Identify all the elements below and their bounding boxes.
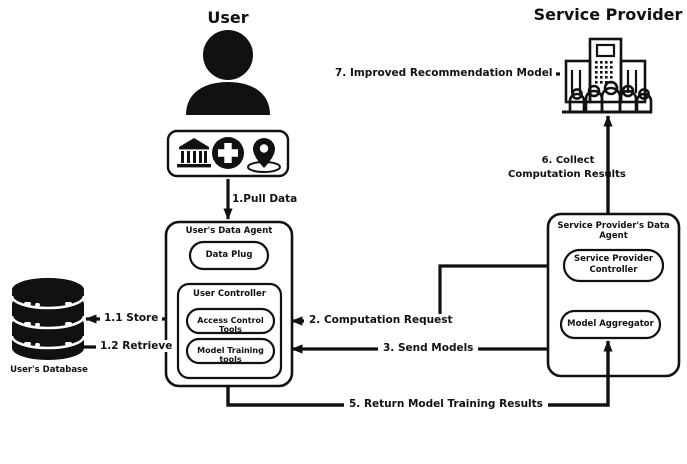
service-provider-data-agent-title: Service Provider's Data Agent [557, 221, 670, 241]
flow-label-3: 3. Send Models [378, 342, 479, 355]
flow-label-1-2: 1.2 Retrieve [96, 340, 177, 353]
user-person-icon [186, 30, 270, 115]
flow-label-6-line1: 6. Collect [541, 155, 595, 166]
access-control-tools-label: Access Control Tools [197, 316, 264, 335]
model-training-tools-label: Model Training tools [197, 346, 264, 365]
page-title-service-provider: Service Provider [533, 5, 683, 24]
flow-label-6-line2: Computation Results [508, 169, 626, 180]
medical-cross-icon [212, 137, 244, 169]
users-data-agent-title: User's Data Agent [185, 226, 273, 236]
office-building-people-icon [562, 37, 653, 114]
access-control-tools-node [185, 307, 276, 335]
flow-label-5: 5. Return Model Training Results [344, 398, 548, 411]
page-title-user: User [207, 8, 249, 27]
users-data-agent-box [164, 220, 294, 388]
data-plug-label: Data Plug [205, 250, 253, 260]
user-controller-label: User Controller [193, 289, 266, 299]
service-provider-data-agent-box [546, 212, 681, 378]
service-provider-controller-label-line2: Controller [589, 265, 638, 275]
flow-label-1: 1.Pull Data [232, 193, 298, 205]
database-caption: User's Database [10, 365, 88, 375]
location-pin-icon [247, 138, 281, 173]
flow-2-arrow [291, 264, 548, 326]
flow-label-2: 2. Computation Request [304, 314, 458, 327]
flow-label-7: 7. Improved Recommendation Model [331, 67, 557, 80]
model-training-tools-node [185, 337, 276, 365]
data-plug-node [188, 240, 270, 271]
model-aggregator-node [559, 309, 662, 340]
data-sources-box [166, 129, 290, 178]
bank-icon [177, 138, 211, 168]
flow-label-1-1: 1.1 Store [100, 312, 163, 325]
model-aggregator-label: Model Aggregator [567, 319, 654, 329]
service-provider-controller-node [562, 248, 665, 283]
service-provider-controller-label-line1: Service Provider [573, 254, 654, 264]
database-cylinder-icon [10, 278, 86, 360]
